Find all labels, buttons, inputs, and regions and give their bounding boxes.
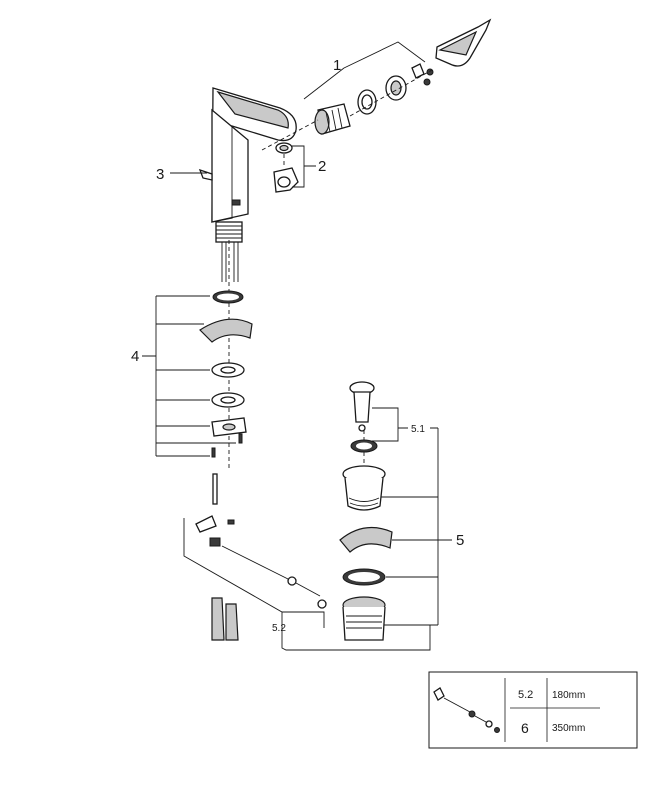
popup-rod-thumbnail xyxy=(433,687,500,733)
callout-2: 2 xyxy=(318,158,326,175)
aerator-group xyxy=(273,142,299,193)
callout-1: 1 xyxy=(333,57,341,74)
table-row-1-length: 180mm xyxy=(552,690,585,701)
callout-5: 5 xyxy=(456,532,464,549)
cartridge-group xyxy=(261,18,492,151)
mounting-group xyxy=(199,290,253,505)
callout-5-1: 5.1 xyxy=(411,424,425,435)
rod-length-table: 5.2 180mm 6 350mm xyxy=(428,671,638,749)
leader-lines xyxy=(142,41,452,651)
waste-group xyxy=(339,381,393,641)
callout-3: 3 xyxy=(156,166,164,183)
mixer-body xyxy=(198,87,297,470)
callout-4: 4 xyxy=(131,348,139,365)
popup-rod-group xyxy=(195,515,327,641)
table-row-2-length: 350mm xyxy=(552,723,585,734)
callout-5-2: 5.2 xyxy=(272,623,286,634)
table-row-1-part: 5.2 xyxy=(518,689,533,701)
table-row-2-part: 6 xyxy=(521,720,529,736)
